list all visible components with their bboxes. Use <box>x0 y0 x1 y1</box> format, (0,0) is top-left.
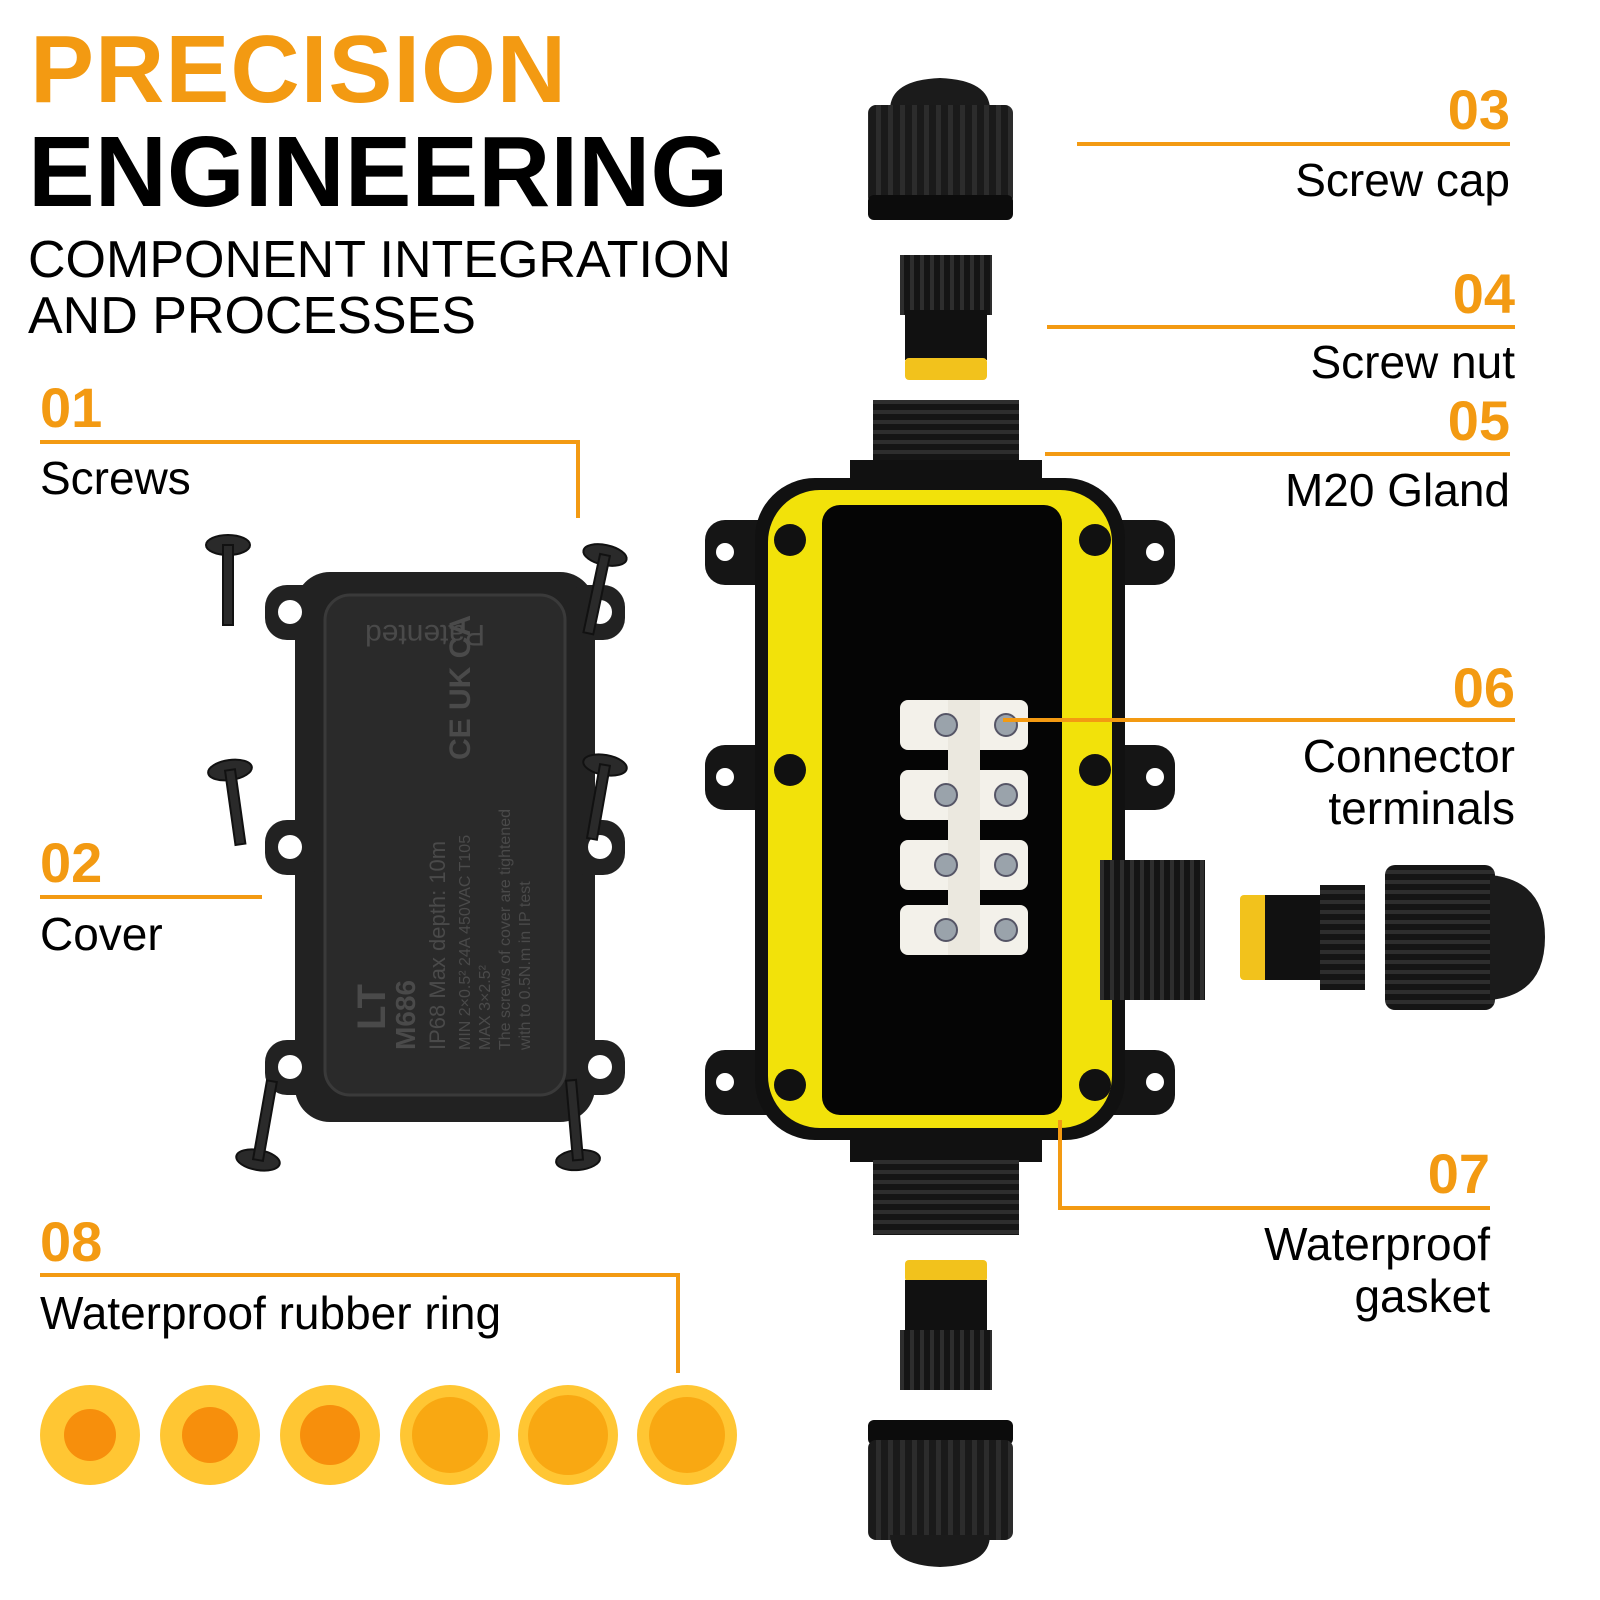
callout-06-label-line1: Connector <box>1302 730 1515 782</box>
callout-07-number: 07 <box>1427 1142 1490 1205</box>
callout-line-05 <box>1045 452 1510 456</box>
callout-03-label: Screw cap <box>1295 154 1510 206</box>
rubber-rings <box>40 1385 737 1485</box>
top-screw-nut <box>900 255 992 380</box>
callout-07-label: Waterproof gasket <box>1264 1218 1490 1322</box>
callout-08-label: Waterproof rubber ring <box>40 1287 502 1339</box>
cover-logo-text: LT <box>350 984 394 1030</box>
callout-08-number: 08 <box>40 1210 103 1273</box>
callout-line-03 <box>1077 142 1510 146</box>
connector-terminals <box>900 700 1028 955</box>
callout-line-01-v <box>576 440 580 518</box>
cover-note2-text: with to 0.5N.m in IP test <box>517 881 534 1051</box>
callout-06-number: 06 <box>1452 656 1515 719</box>
cover-ratings2-text: MAX 3×2.5² <box>477 964 494 1050</box>
top-screw-cap <box>868 78 1013 220</box>
subtitle-line2: AND PROCESSES <box>28 287 476 345</box>
subtitle-line1: COMPONENT INTEGRATION <box>28 231 731 289</box>
cover-marks-text: CE UK CA <box>444 615 477 760</box>
callout-line-07-v <box>1058 1120 1062 1210</box>
callout-05-label: M20 Gland <box>1284 464 1510 516</box>
bottom-screw-cap <box>868 1420 1013 1567</box>
callout-06-label: Connector terminals <box>1303 730 1515 834</box>
callout-line-02 <box>40 895 262 899</box>
cover-model-text: M686 <box>390 980 421 1050</box>
headline-engineering: ENGINEERING <box>28 116 729 228</box>
subtitle: COMPONENT INTEGRATION AND PROCESSES <box>28 232 731 344</box>
callout-line-06 <box>1003 718 1515 722</box>
side-screw-cap <box>1385 865 1545 1010</box>
cover-patented-text: Patented <box>365 618 485 651</box>
callout-line-08-v <box>676 1273 680 1373</box>
callout-line-07 <box>1058 1206 1490 1210</box>
callout-07-label-line2: gasket <box>1354 1270 1490 1322</box>
headline-precision: PRECISION <box>30 16 568 123</box>
callout-03-number: 03 <box>1447 78 1510 141</box>
callout-line-01 <box>40 440 580 444</box>
callout-04-label: Screw nut <box>1310 336 1515 388</box>
callout-02-number: 02 <box>40 831 103 894</box>
cover-note-text: The screws of cover are tightened <box>497 809 514 1050</box>
callout-line-08 <box>40 1273 680 1277</box>
callout-02-label: Cover <box>40 908 163 960</box>
bottom-screw-nut <box>900 1260 992 1390</box>
callout-04-number: 04 <box>1452 262 1515 325</box>
side-screw-nut <box>1240 885 1365 990</box>
bottom-gland-thread <box>850 1140 1042 1235</box>
cover-ip-text: IP68 Max depth: 10m <box>425 841 450 1050</box>
callout-01-number: 01 <box>40 376 103 439</box>
cover-ratings-text: MIN 2×0.5² 24A 450VAC T105 <box>457 835 474 1050</box>
callout-07-label-line1: Waterproof <box>1264 1218 1490 1270</box>
screws <box>205 534 628 1172</box>
top-gland-thread <box>850 400 1042 480</box>
cover: Patented M686 IP68 Max depth: 10m MIN 2×… <box>265 572 625 1122</box>
callout-06-label-line2: terminals <box>1328 782 1515 834</box>
callout-05-number: 05 <box>1447 389 1510 452</box>
callout-01-label: Screws <box>40 452 191 504</box>
callout-line-04 <box>1047 325 1515 329</box>
